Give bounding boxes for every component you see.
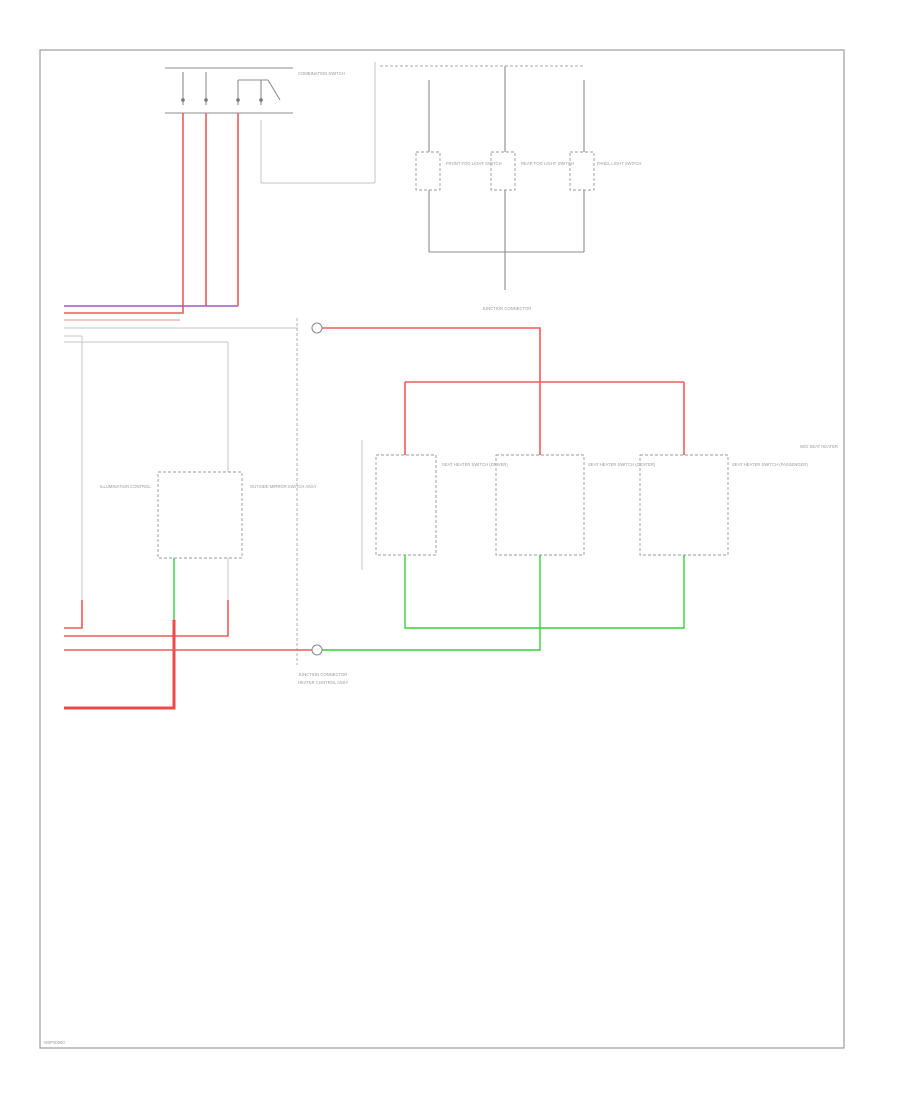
panel-light-label: PANEL LIGHT SWITCH xyxy=(597,161,641,166)
footer-code: W0P00000 xyxy=(44,1040,65,1045)
junction-bottom-label: JUNCTION CONNECTOR xyxy=(298,672,347,677)
seat-heater-3-label: SEAT HEATER SWITCH (PASSENGER) xyxy=(732,462,808,467)
page-frame xyxy=(39,49,845,1049)
illumination-block: ILLUMINATION CONTROL OUTSIDE MIRROR SWIT… xyxy=(100,471,317,559)
rear-fog-label: REAR FOG LIGHT SWITCH xyxy=(521,161,574,166)
illumination-ctrl-label: ILLUMINATION CONTROL xyxy=(100,484,151,489)
outside-mirror-label: OUTSIDE MIRROR SWITCH ASSY xyxy=(250,484,317,489)
seat-heater-switches: SEAT HEATER SWITCH (DRIVER) SEAT HEATER … xyxy=(361,440,838,570)
light-cluster-block: FRONT FOG LIGHT SWITCH REAR FOG LIGHT SW… xyxy=(380,65,641,311)
ground-note-label: W/O SEAT HEATER xyxy=(800,444,838,449)
seat-heater-2-label: SEAT HEATER SWITCH (CENTER) xyxy=(588,462,656,467)
wire-green-1 xyxy=(404,555,685,629)
heater-control-label: HEATER CONTROL ASSY xyxy=(298,680,348,685)
wire-red-thick xyxy=(64,620,176,710)
junction-connector-top xyxy=(296,318,323,665)
wire-green-2 xyxy=(322,555,541,651)
wire-red-feed xyxy=(322,327,541,382)
junction-connector-bottom: JUNCTION CONNECTOR HEATER CONTROL ASSY xyxy=(298,644,348,685)
combination-switch-label: COMBINATION SWITCH xyxy=(298,71,345,76)
wire-red-lower-1 xyxy=(64,600,83,629)
combination-switch-block: COMBINATION SWITCH xyxy=(165,62,376,184)
wire-red-1 xyxy=(64,113,184,314)
seat-heater-1-label: SEAT HEATER SWITCH (DRIVER) xyxy=(442,462,508,467)
wire-red-lower-2 xyxy=(64,600,229,637)
front-fog-label: FRONT FOG LIGHT SWITCH xyxy=(446,161,502,166)
junction-top-label: JUNCTION CONNECTOR xyxy=(482,306,531,311)
left-connector-pins xyxy=(64,319,298,343)
